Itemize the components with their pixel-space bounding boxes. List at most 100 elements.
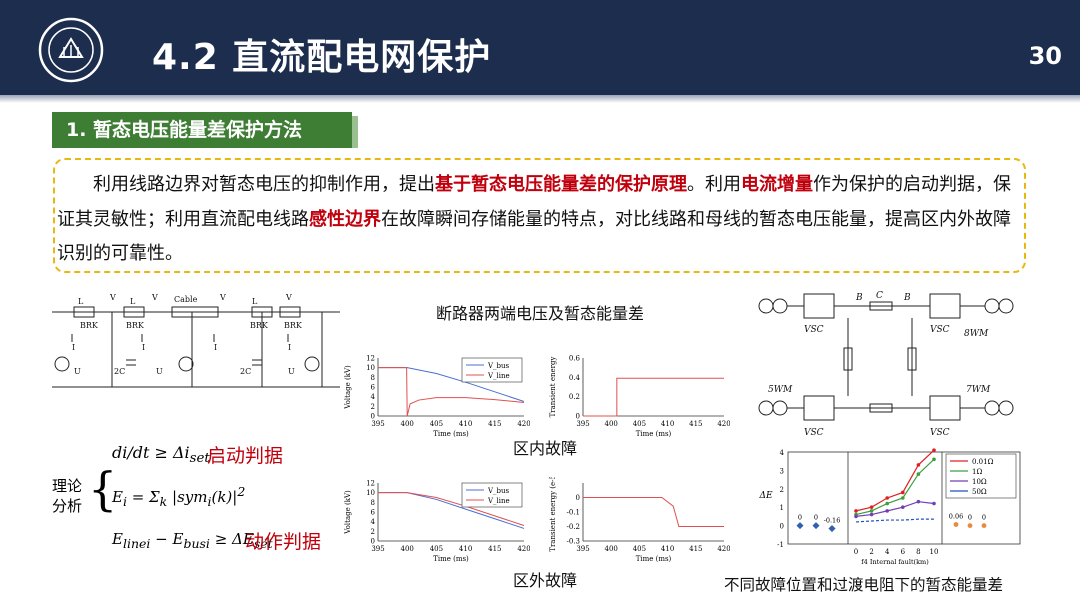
y-tick-label: 3 [780, 467, 784, 475]
summary-paragraph: 利用线路边界对暂态电压的抑制作用，提出基于暂态电压能量差的保护原理。利用电流增量… [57, 168, 1023, 272]
svg-text:B: B [903, 293, 911, 303]
svg-text:VSC: VSC [804, 428, 824, 438]
legend-label: 50Ω [972, 488, 987, 496]
text-2: 。利用 [687, 174, 741, 195]
action-criterion-label: 动作判据 [245, 531, 322, 553]
y-tick-label: -0.2 [567, 523, 581, 531]
external-value: 0 [968, 514, 972, 522]
data-point [885, 501, 889, 506]
external-point [967, 523, 973, 528]
theory-line-1: 理论 [52, 477, 83, 495]
series-line [378, 367, 525, 417]
highlight-3: 感性边界 [309, 208, 381, 230]
data-point [854, 514, 858, 519]
y-tick-label: 0 [371, 413, 375, 421]
highlight-2: 电流增量 [741, 174, 813, 195]
data-point [854, 509, 858, 513]
external-point [812, 522, 820, 530]
legend-box [461, 357, 523, 383]
svg-text:2C: 2C [114, 367, 125, 376]
y-tick-label: 4 [371, 518, 376, 526]
y-tick-label: 0.6 [569, 355, 581, 363]
x-axis-label: Time (ms) [433, 430, 469, 438]
y-tick-label: -1 [777, 541, 784, 549]
svg-text:BRK: BRK [126, 321, 145, 330]
y-axis-label: Transient energy [549, 357, 557, 418]
legend-label: V_line [487, 497, 510, 505]
header-shadow [0, 95, 1080, 103]
x-tick-label: 2 [869, 548, 873, 556]
series-line [378, 492, 525, 527]
x-axis-label: f4 Internal fault(km) [861, 558, 929, 566]
legend-label: V_bus [487, 362, 510, 370]
series-line [855, 449, 935, 512]
x-tick-label: 400 [605, 545, 618, 553]
x-tick-label: 415 [689, 420, 702, 428]
y-tick-label: 2 [371, 528, 375, 536]
external-point [828, 525, 836, 533]
svg-text:Cable: Cable [174, 295, 198, 304]
external-point [981, 523, 987, 528]
svg-text:V: V [219, 293, 226, 302]
x-tick-label: 400 [605, 420, 618, 428]
x-tick-label: 395 [576, 420, 589, 428]
internal-fault-caption: 区内故障 [513, 439, 578, 458]
y-tick-label: 6 [371, 384, 376, 392]
external-fault-caption: 区外故障 [513, 571, 578, 590]
svg-text:V: V [109, 293, 116, 302]
x-tick-label: 395 [371, 420, 384, 428]
external-value: 0 [814, 514, 818, 522]
data-point [901, 505, 905, 509]
summary-box [53, 158, 1026, 273]
series-line [855, 501, 935, 517]
x-tick-label: 415 [488, 545, 501, 553]
svg-text:V: V [285, 293, 292, 302]
external-value: 0 [982, 514, 986, 522]
y-axis-label: Transient energy (e-5) [549, 477, 557, 552]
x-tick-label: 410 [459, 420, 472, 428]
x-tick-label: 420 [717, 545, 730, 553]
y-tick-label: 10 [366, 364, 375, 372]
y-tick-label: 6 [371, 509, 376, 517]
y-tick-label: -0.3 [567, 538, 581, 546]
svg-text:VSC: VSC [930, 428, 950, 438]
svg-text:BRK: BRK [250, 321, 269, 330]
external-value: 0.06 [949, 512, 963, 520]
x-tick-label: 420 [517, 420, 530, 428]
figure-title: 断路器两端电压及暂态能量差 [436, 304, 645, 323]
theory-line-2: 分析 [52, 497, 83, 515]
external-value: 0 [798, 514, 802, 522]
svg-text:V: V [151, 293, 158, 302]
y-tick-label: 4 [371, 393, 376, 401]
y-axis-label: ΔE [758, 491, 772, 501]
legend-label: 10Ω [972, 478, 987, 486]
x-tick-label: 415 [689, 545, 702, 553]
x-tick-label: 420 [717, 420, 730, 428]
svg-text:BRK: BRK [80, 321, 99, 330]
legend-label: V_bus [487, 487, 510, 495]
x-tick-label: 0 [854, 548, 858, 556]
formula-start: di/dt ≥ Δiset [112, 443, 210, 467]
svg-text:L: L [78, 297, 84, 306]
svg-text:L: L [252, 297, 258, 306]
brace: { [88, 462, 118, 516]
y-tick-label: 2 [371, 403, 375, 411]
data-point [916, 463, 921, 467]
data-point [932, 457, 936, 462]
svg-text:BRK: BRK [284, 321, 303, 330]
plot-frame [787, 451, 1021, 545]
bottom-right-caption: 不同故障位置和过渡电阻下的暂态能量差 [724, 576, 1004, 594]
y-tick-label: 0.2 [569, 393, 580, 401]
y-tick-label: 0 [576, 413, 580, 421]
y-axis-label: Voltage (kV) [344, 365, 352, 410]
text-3: 作为保护的启动判据，保证其灵敏性；利用直流配电线路 [57, 174, 1011, 230]
university-logo [38, 17, 104, 83]
section-title: 1. 暂态电压能量差保护方法 [52, 112, 352, 148]
header-bar [0, 0, 1080, 97]
